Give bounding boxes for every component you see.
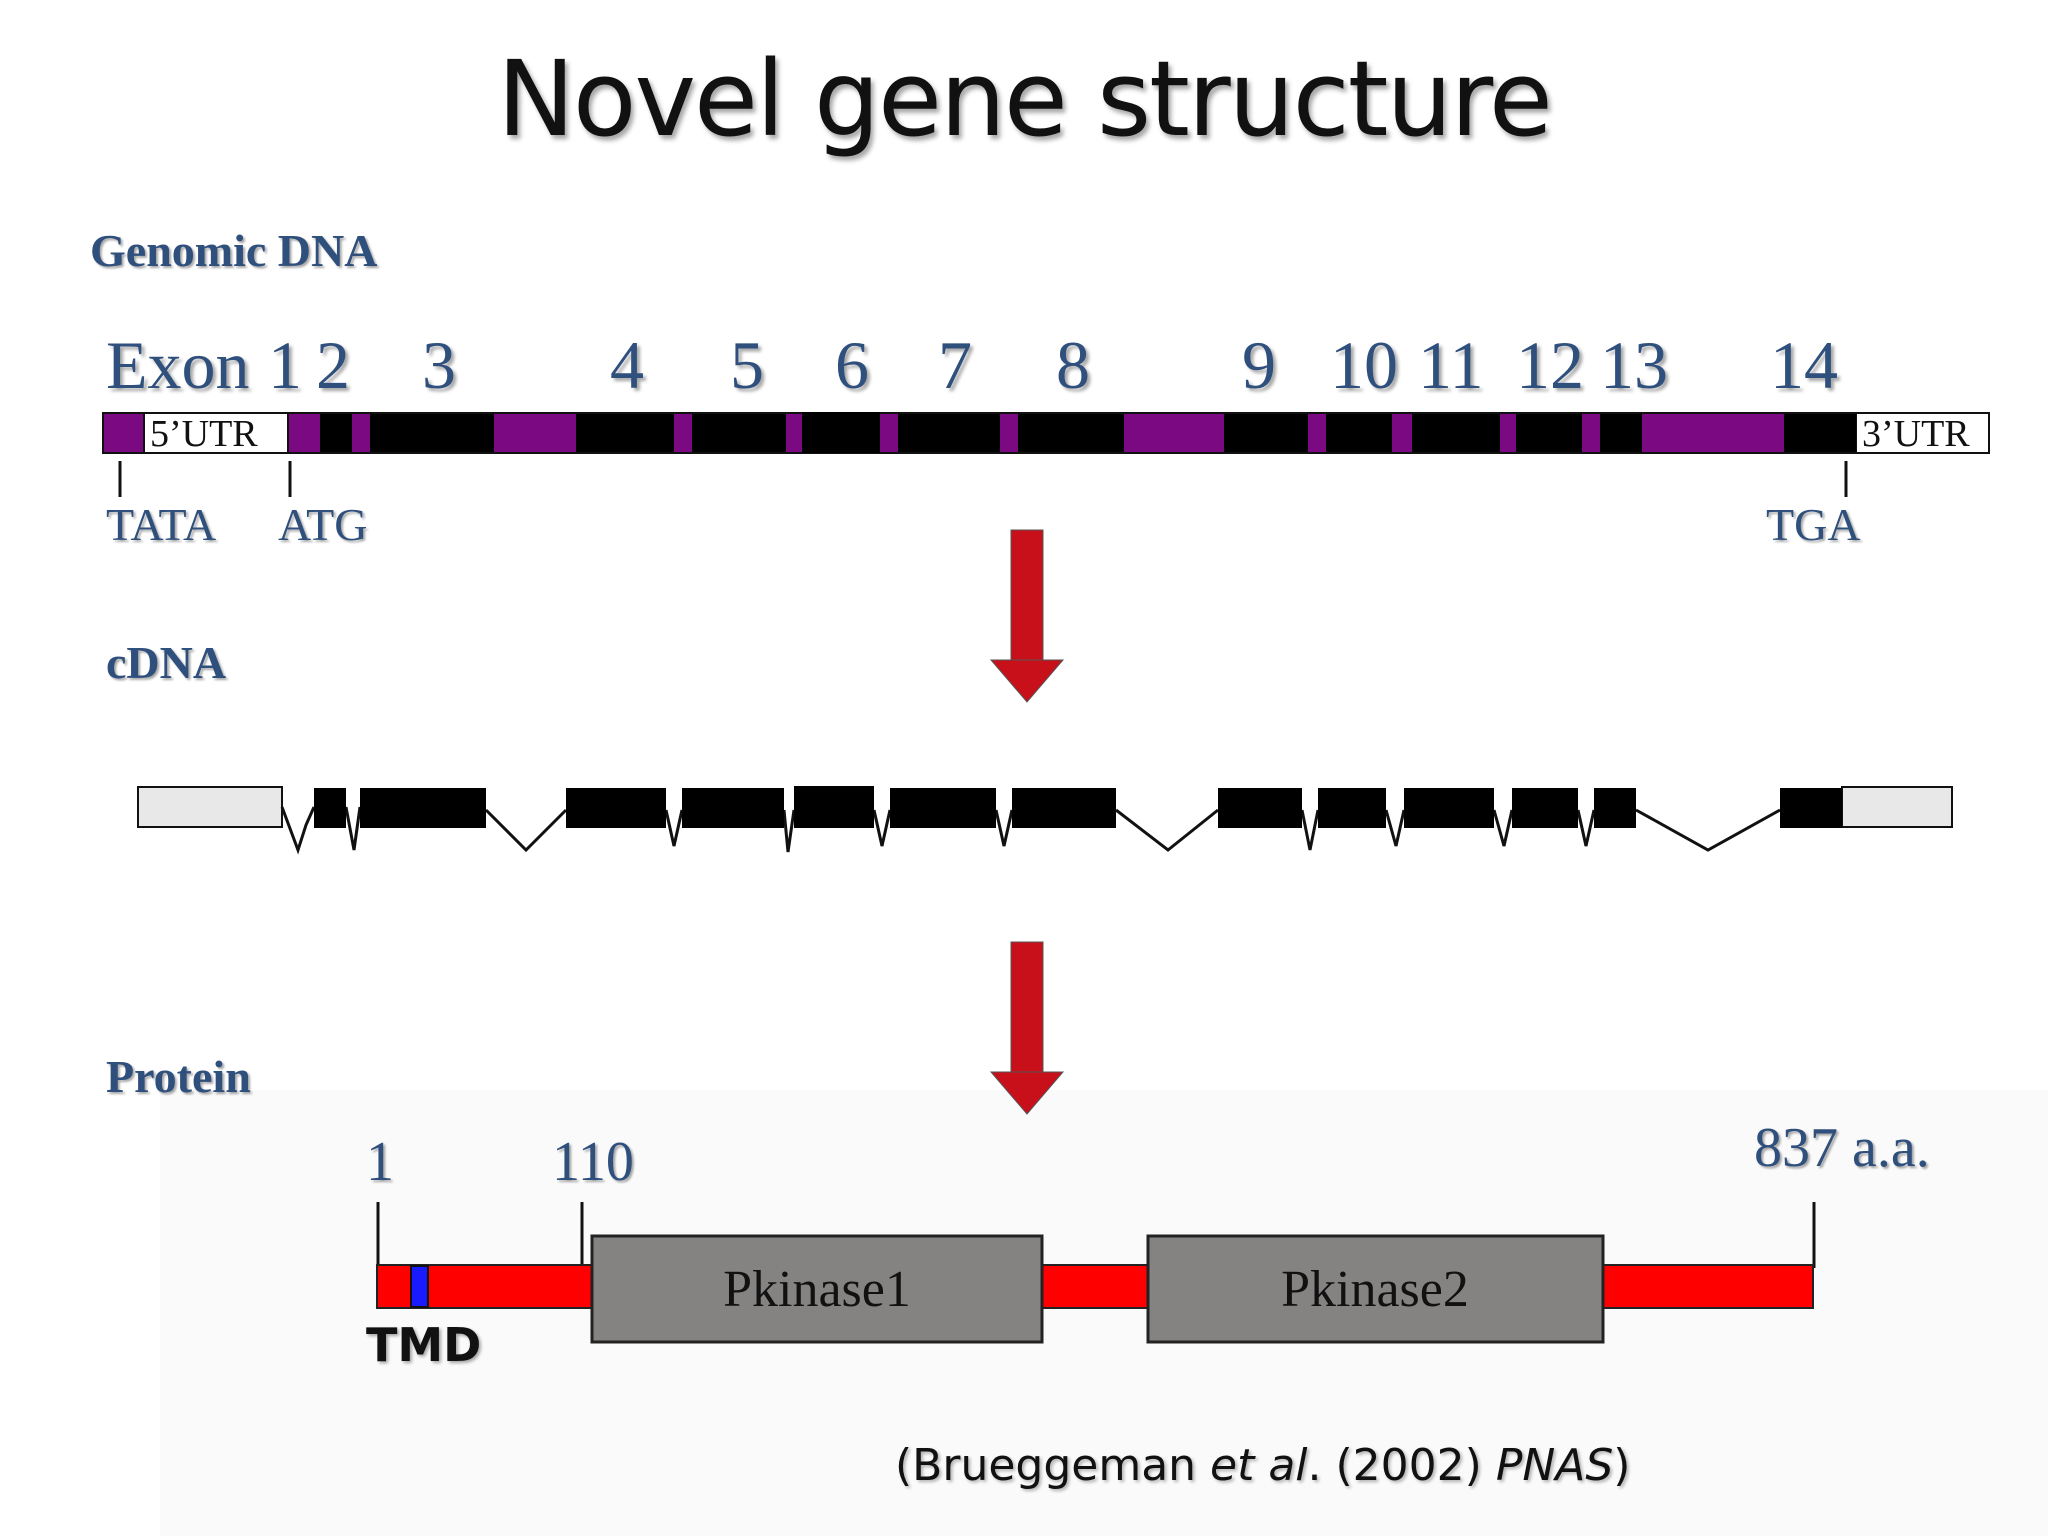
exon-number-8: 8 <box>1056 327 1090 403</box>
exon-number-1: 1 <box>268 327 302 403</box>
exon-number-13: 13 <box>1600 327 1668 403</box>
exon-number-7: 7 <box>938 327 972 403</box>
genomic-exon-11 <box>1412 414 1500 452</box>
citation-author: Brueggeman <box>912 1440 1211 1491</box>
cdna-exon <box>314 788 346 828</box>
tmd-segment <box>410 1265 429 1308</box>
genomic-exon-4 <box>576 414 674 452</box>
exon-number-9: 9 <box>1242 327 1276 403</box>
atg-label: ATG <box>278 499 368 550</box>
citation-year: . (2002) <box>1307 1440 1496 1491</box>
translation-arrow <box>989 941 1065 1115</box>
genomic-exon-14 <box>1784 414 1856 452</box>
three-utr-box <box>1855 412 1990 454</box>
genomic-dna-label: Genomic DNA <box>90 225 378 276</box>
cdna-structure <box>137 786 1953 855</box>
citation: (Brueggeman et al. (2002) PNAS) <box>895 1440 1631 1491</box>
exon-number-5: 5 <box>730 327 764 403</box>
protein-label: Protein <box>106 1051 251 1102</box>
cdna-label: cDNA <box>106 637 227 688</box>
citation-journal: PNAS <box>1495 1440 1614 1491</box>
aa-end-label: 837 a.a. <box>1754 1117 1930 1179</box>
cdna-exon <box>1780 788 1842 828</box>
tmd-label: TMD <box>366 1318 482 1372</box>
slide-background <box>160 1090 2048 1536</box>
genomic-exon-2 <box>320 414 352 452</box>
intron-connectors <box>280 806 316 855</box>
cdna-exon <box>1512 788 1578 828</box>
genomic-exon-7 <box>898 414 1000 452</box>
genomic-exon-9 <box>1224 414 1308 452</box>
exon-number-4: 4 <box>610 327 644 403</box>
cdna-exon <box>1318 788 1386 828</box>
aa-start-label: 1 <box>366 1131 394 1193</box>
genomic-exon-10 <box>1326 414 1392 452</box>
cdna-exon <box>890 788 996 828</box>
exon-label: Exon <box>106 327 250 403</box>
exon-number-12: 12 <box>1516 327 1584 403</box>
cdna-five-utr <box>137 786 283 828</box>
citation-etal: et al <box>1210 1440 1308 1491</box>
genomic-exon-12 <box>1516 414 1582 452</box>
genomic-exon-3 <box>370 414 494 452</box>
aa-110-label: 110 <box>552 1131 634 1193</box>
five-utr-box <box>143 412 289 454</box>
slide-title: Novel gene structure <box>497 38 1553 160</box>
tata-label: TATA <box>106 499 217 550</box>
pkinase2-label: Pkinase2 <box>1281 1261 1469 1318</box>
cdna-exon <box>1594 788 1636 828</box>
pkinase2-domain <box>1146 1234 1605 1344</box>
five-utr-label: 5’UTR <box>150 413 258 455</box>
cdna-exon <box>1404 788 1494 828</box>
cdna-exon <box>1218 788 1302 828</box>
tga-label: TGA <box>1766 499 1861 550</box>
exon-number-14: 14 <box>1770 327 1838 403</box>
cdna-exon <box>1012 788 1116 828</box>
exon-number-10: 10 <box>1330 327 1398 403</box>
genomic-dna-bar: 5’UTR 3’UTR <box>102 412 1990 455</box>
protein-structure: Pkinase1 Pkinase2 <box>376 1202 1816 1344</box>
genomic-exon-8 <box>1018 414 1124 452</box>
cdna-three-utr <box>1841 786 1953 828</box>
cdna-exon <box>566 788 666 828</box>
exon-number-2: 2 <box>316 327 350 403</box>
genomic-exon-13 <box>1600 414 1642 452</box>
cdna-exon <box>682 788 784 828</box>
exon-number-6: 6 <box>835 327 869 403</box>
pkinase1-label: Pkinase1 <box>723 1261 911 1318</box>
cdna-exon <box>360 788 486 828</box>
three-utr-label: 3’UTR <box>1862 413 1970 455</box>
genomic-exon-5 <box>692 414 786 452</box>
cdna-exon <box>794 786 874 828</box>
exon-number-11: 11 <box>1418 327 1484 403</box>
transcription-arrow <box>989 529 1065 703</box>
exon-number-3: 3 <box>422 327 456 403</box>
pkinase1-domain <box>590 1234 1044 1344</box>
genomic-exon-6 <box>802 412 880 453</box>
